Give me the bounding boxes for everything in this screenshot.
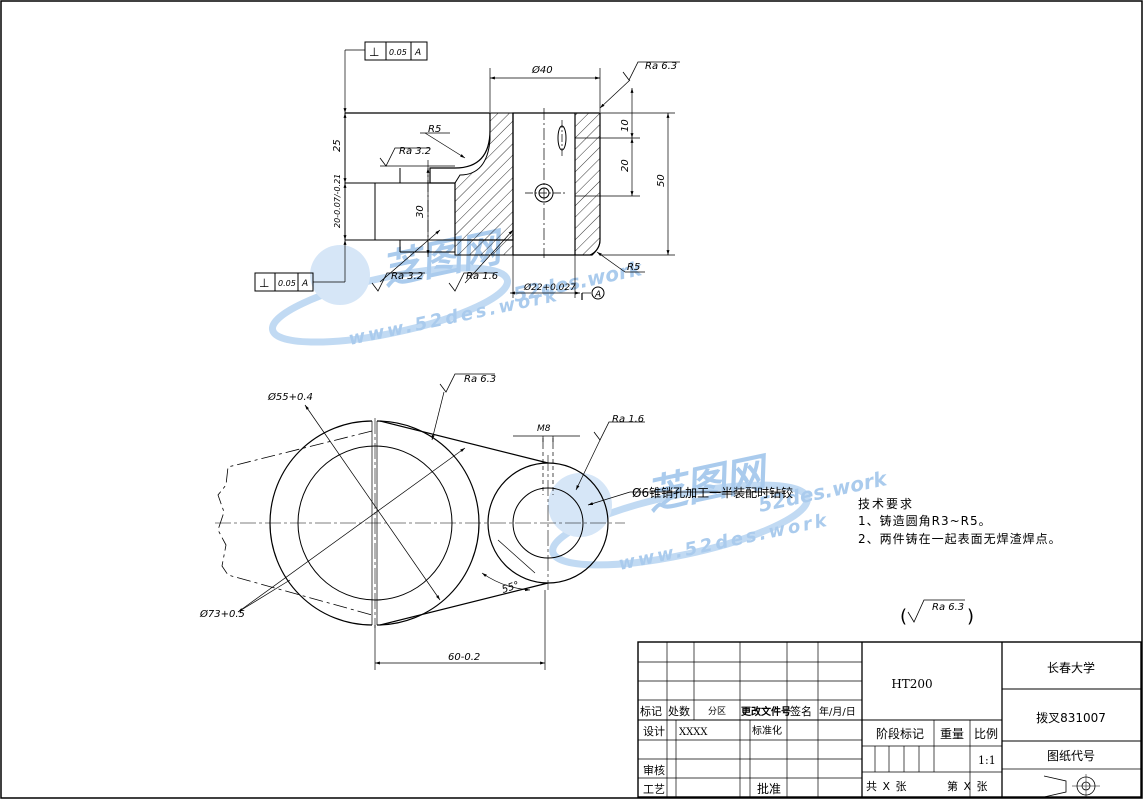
school-name: 长春大学 [1047, 660, 1095, 675]
dim-10: 10 [620, 119, 631, 132]
datum-bottom-letter: A [301, 279, 308, 289]
dim-20-tol: 20-0.07/-0.21 [333, 174, 342, 228]
pin-hole-note: Ø6锥销孔加工一半装配时钻铰 [632, 485, 793, 500]
hdr-date: 年/月/日 [819, 705, 856, 718]
watermark-url-left: www.52des.work [347, 285, 562, 350]
roughness-open-paren: ( [900, 606, 907, 627]
top-view [215, 373, 785, 670]
datum-top-letter: A [414, 48, 421, 58]
front-view-labels: ⊥ 0.05 A ⊥ 0.05 A Ø40 Ra 6.3 R5 Ra 3.2 2… [259, 45, 677, 300]
ra-top-view: Ra 6.3 [464, 374, 496, 385]
designer-name: XXXX [679, 727, 708, 738]
hdr-mark: 标记 [640, 704, 662, 718]
hdr-review: 审核 [643, 763, 665, 777]
datum-bottom-symbol: ⊥ [259, 276, 269, 290]
sheets-total: 共 X 张 [866, 780, 908, 793]
notes-item-1: 1、铸造圆角R3~R5。 [858, 513, 992, 528]
dim-55-deg: 55° [501, 580, 521, 596]
r5-bottom: R5 [627, 262, 640, 273]
dim-60: 60-0.2 [448, 652, 480, 663]
roughness-close-paren: ) [967, 606, 974, 627]
projection-cone-icon [1043, 775, 1067, 798]
top-view-labels: Ø55+0.4 Ra 6.3 M8 Ra 1.6 Ø6锥销孔加工一半装配时钻铰 … [199, 374, 793, 663]
part-name: 拨叉831007 [1036, 711, 1106, 725]
watermark-url-right: www.52des.work [617, 510, 832, 575]
datum-bottom-value: 0.05 [278, 279, 296, 288]
dim-d22: Ø22+0.027 [523, 282, 576, 293]
ra-top-right: Ra 6.3 [645, 61, 677, 72]
hdr-standard: 标准化 [752, 724, 782, 737]
drawing-number-label: 图纸代号 [1047, 749, 1095, 763]
watermark-brand-right: 芝图网 [643, 449, 776, 520]
hdr-scale: 比例 [974, 727, 998, 741]
title-block [637, 641, 1142, 798]
datum-a-label: A [594, 290, 601, 300]
hdr-weight: 重量 [940, 727, 964, 741]
ra-bottom-mid: Ra 1.6 [466, 271, 498, 282]
hdr-doc-no: 更改文件号 [741, 705, 791, 718]
dim-50: 50 [656, 174, 667, 187]
dim-25: 25 [332, 139, 343, 152]
dim-m8: M8 [537, 424, 551, 434]
scale-value: 1:1 [978, 754, 996, 767]
technical-requirements: 技术要求 1、铸造圆角R3~R5。 2、两件铸在一起表面无焊渣焊点。 [858, 497, 1062, 546]
front-view [254, 41, 680, 300]
hdr-approve: 批准 [757, 781, 781, 796]
material: HT200 [891, 677, 932, 691]
hdr-design: 设计 [643, 725, 665, 738]
section-hatch-left [454, 112, 514, 256]
notes-heading: 技术要求 [858, 497, 914, 511]
r5-top: R5 [428, 124, 441, 135]
section-hatch-right [574, 112, 601, 256]
hdr-count: 处数 [668, 705, 690, 718]
dim-30: 30 [415, 205, 426, 218]
hdr-sign: 签名 [790, 704, 812, 718]
datum-top-symbol: ⊥ [369, 45, 379, 59]
ra-right-top-view: Ra 1.6 [612, 414, 644, 425]
roughness-general-value: Ra 6.3 [932, 602, 964, 613]
hdr-process: 工艺 [643, 783, 665, 796]
dim-d55: Ø55+0.4 [267, 391, 313, 403]
notes-item-2: 2、两件铸在一起表面无焊渣焊点。 [858, 531, 1062, 546]
title-block-text: HT200 长春大学 拨叉831007 图纸代号 标记 处数 分区 更改文件号 … [640, 660, 1106, 796]
sheet-number: 第 X 张 [947, 779, 989, 793]
dim-d40: Ø40 [531, 64, 553, 76]
dim-d73: Ø73+0.5 [199, 608, 245, 620]
watermark-right: 芝图网 52des.work www.52des.work [548, 449, 890, 575]
ra-left-step: Ra 3.2 [399, 146, 431, 157]
hdr-stage-mark: 阶段标记 [876, 726, 924, 741]
ra-bottom-left: Ra 3.2 [391, 271, 423, 282]
general-roughness: ( Ra 6.3 ) [900, 599, 974, 627]
dim-20: 20 [620, 159, 631, 172]
datum-frame-top [364, 41, 428, 61]
datum-top-value: 0.05 [389, 48, 407, 57]
hdr-zone: 分区 [708, 706, 726, 717]
